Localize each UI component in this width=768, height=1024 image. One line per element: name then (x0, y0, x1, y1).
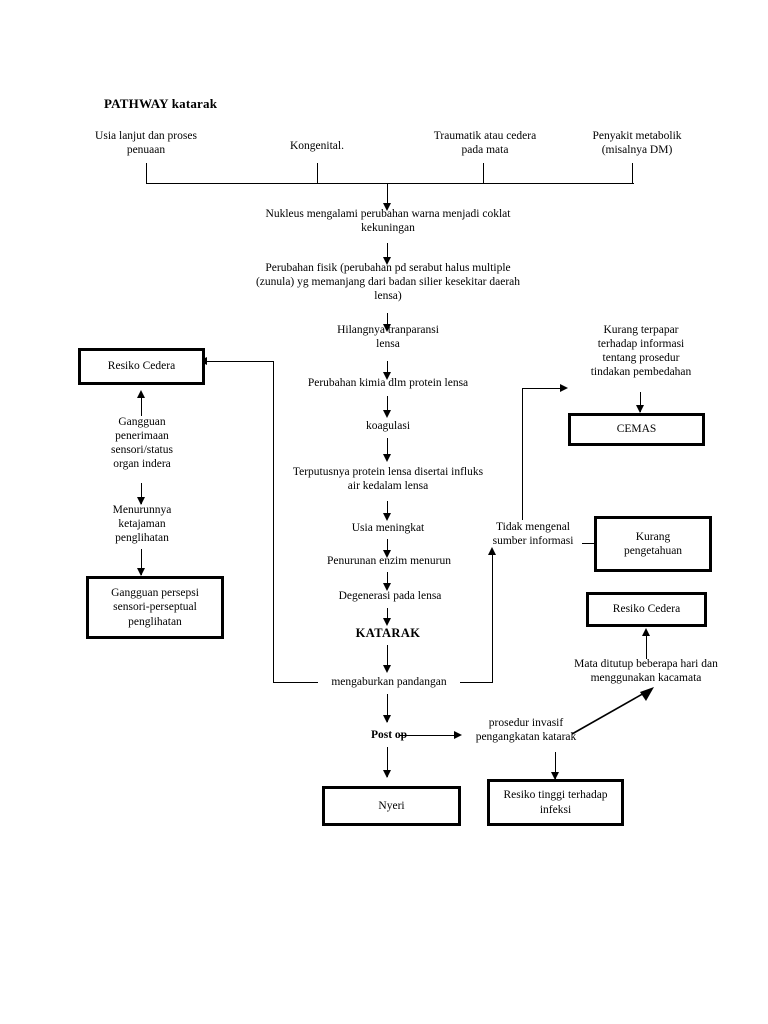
connector-gangguan-to-menurunnya (141, 483, 143, 504)
flow-node-degenerasi: Degenerasi pada lensa (338, 590, 442, 602)
box-nyeri-label: Nyeri (378, 799, 405, 812)
box-gangguan-persepsi-label: Gangguan persepsi sensori-perseptual pen… (111, 586, 199, 628)
text-menurunnya-ketajaman: Menurunnya ketajaman penglihatan (112, 504, 172, 545)
box-resiko-tinggi-infeksi: Resiko tinggi terhadap infeksi (487, 779, 624, 826)
connector-loop-left-vertical (273, 361, 275, 683)
box-resiko-tinggi-infeksi-label: Resiko tinggi terhadap infeksi (503, 789, 608, 816)
connector-gangguan-to-resiko-cedera (141, 396, 143, 416)
box-kurang-pengetahuan-label: Kurang pengetahuan (623, 530, 683, 557)
connector-mata-ditutup-to-resiko-cedera (646, 634, 648, 659)
connector-tidak-mengenal-to-kurang-pengetahuan (582, 543, 602, 545)
box-kurang-pengetahuan: Kurang pengetahuan (594, 516, 712, 572)
connector-koagulasi-to-terputusnya (387, 438, 389, 458)
text-mata-ditutup: Mata ditutup beberapa hari dan menggunak… (574, 658, 718, 685)
flow-node-perubahan-fisik: Perubahan fisik (perubahan pd serabut ha… (255, 262, 521, 303)
flow-node-katarak: KATARAK (355, 626, 421, 640)
connector-mengaburkan-to-post-op (387, 694, 389, 722)
flow-node-perubahan-kimia: Perubahan kimia dlm protein lensa (307, 377, 469, 389)
connector-riser-to-tidak-mengenal (492, 553, 494, 683)
connector-traumatik-drop (483, 163, 485, 184)
arrowhead-prosedur-to-resiko-infeksi (551, 772, 559, 780)
arrowhead-mata-ditutup-to-resiko-cedera (642, 628, 650, 636)
box-resiko-cedera-right: Resiko Cedera (586, 592, 707, 627)
cause-label-usia-lanjut: Usia lanjut dan proses penuaan (95, 130, 197, 157)
flow-node-koagulasi: koagulasi (365, 420, 411, 432)
connector-usia-lanjut-drop (146, 163, 148, 184)
arrowhead-gangguan-to-resiko-cedera (137, 390, 145, 398)
box-cemas-label: CEMAS (616, 423, 657, 436)
connector-katarak-to-mengaburkan (387, 645, 389, 670)
arrowhead-gangguan-to-menurunnya (137, 497, 145, 505)
connector-usia-meningkat-to-penurunan-enzim (387, 539, 389, 555)
connector-riser-to-kurang-terpapar (522, 388, 524, 520)
flow-node-nukleus: Nukleus mengalami perubahan warna menjad… (265, 208, 511, 235)
connector-nukleus-to-perubahan-fisik (387, 243, 389, 261)
text-prosedur-invasif: prosedur invasif pengangkatan katarak (475, 717, 577, 744)
arrowhead-post-op-to-nyeri (383, 770, 391, 778)
connector-kurang-terpapar-to-cemas (640, 392, 642, 412)
connector-degenerasi-to-katarak (387, 608, 389, 623)
connector-post-op-to-prosedur (400, 735, 456, 737)
connector-riser-horizontal-kurang-terpapar (522, 388, 562, 390)
arrowhead-degenerasi-to-katarak (383, 618, 391, 626)
text-gangguan-penerimaan: Gangguan penerimaan sensori/status organ… (111, 416, 173, 471)
connector-kongenital-drop (317, 163, 319, 184)
text-tidak-mengenal-sumber-informasi: Tidak mengenal sumber informasi (492, 521, 574, 548)
connector-prosedur-to-resiko-infeksi (555, 752, 557, 779)
connector-perubahan-kimia-to-koagulasi (387, 396, 389, 414)
text-kurang-terpapar: Kurang terpapar terhadap informasi tenta… (590, 324, 692, 379)
flow-node-post-op: Post op (370, 729, 408, 741)
connector-hilangnya-to-perubahan-kimia (387, 361, 389, 377)
arrowhead-katarak-to-mengaburkan (383, 665, 391, 673)
arrowhead-kurang-terpapar-to-cemas (636, 405, 644, 413)
connector-prosedur-to-mata-ditutup (571, 687, 654, 735)
box-resiko-cedera-left: Resiko Cedera (78, 348, 205, 385)
flow-node-hilangnya-transparansi: Hilangnya tranparansi lensa (337, 324, 439, 351)
cause-label-penyakit-metabolik: Penyakit metabolik (misalnya DM) (592, 130, 682, 157)
arrowhead-perubahan-fisik-to-hilangnya (383, 324, 391, 332)
box-gangguan-persepsi: Gangguan persepsi sensori-perseptual pen… (86, 576, 224, 639)
arrowhead-bus-to-nukleus (383, 203, 391, 211)
connector-penyakit-metabolik-drop (632, 163, 634, 184)
arrowhead-terputusnya-to-usia-meningkat (383, 513, 391, 521)
arrowhead-hilangnya-to-perubahan-kimia (383, 372, 391, 380)
box-resiko-cedera-left-label: Resiko Cedera (107, 360, 176, 373)
arrowhead-post-op-to-prosedur (454, 731, 462, 739)
connector-menurunnya-to-gangguan-persepsi (141, 549, 143, 575)
connector-penurunan-enzim-to-degenerasi (387, 572, 389, 588)
flow-node-usia-meningkat: Usia meningkat (351, 522, 425, 534)
arrowhead-menurunnya-to-gangguan-persepsi (137, 568, 145, 576)
arrowhead-mengaburkan-to-post-op (383, 715, 391, 723)
box-nyeri: Nyeri (322, 786, 461, 826)
cause-label-traumatik: Traumatik atau cedera pada mata (433, 130, 537, 157)
connector-loop-bottom-horizontal (273, 682, 318, 684)
connector-loop-to-resiko-cedera (205, 361, 274, 363)
page-title: PATHWAY katarak (104, 96, 218, 111)
arrowhead-koagulasi-to-terputusnya (383, 454, 391, 462)
arrowhead-riser-to-kurang-terpapar (560, 384, 568, 392)
box-resiko-cedera-right-label: Resiko Cedera (612, 603, 681, 616)
connector-bus-to-nukleus (387, 183, 389, 205)
arrowhead-nukleus-to-perubahan-fisik (383, 257, 391, 265)
connector-post-op-to-nyeri (387, 747, 389, 777)
connector-terputusnya-to-usia-meningkat (387, 501, 389, 518)
cause-label-kongenital: Kongenital. (290, 140, 344, 152)
arrowhead-riser-to-tidak-mengenal (488, 547, 496, 555)
arrowhead-usia-meningkat-to-penurunan-enzim (383, 550, 391, 558)
flow-node-penurunan-enzim: Penurunan enzim menurun (327, 555, 451, 567)
flow-node-mengaburkan-pandangan: mengaburkan pandangan (331, 676, 447, 688)
connector-mengaburkan-to-riser (460, 682, 493, 684)
arrowhead-penurunan-enzim-to-degenerasi (383, 583, 391, 591)
connector-perubahan-fisik-to-hilangnya (387, 313, 389, 328)
flow-node-terputusnya-protein: Terputusnya protein lensa disertai influ… (292, 466, 484, 493)
arrowhead-perubahan-kimia-to-koagulasi (383, 410, 391, 418)
connector-causes-bus (146, 183, 634, 185)
box-cemas: CEMAS (568, 413, 705, 446)
